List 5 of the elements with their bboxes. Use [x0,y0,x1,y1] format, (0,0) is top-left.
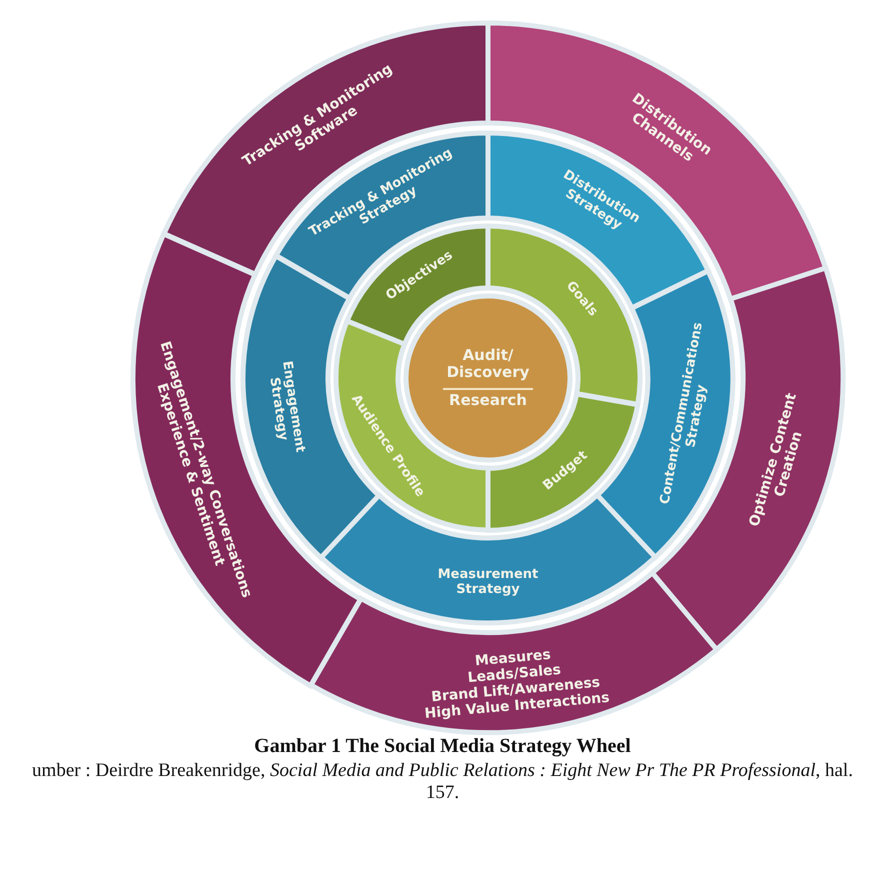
source-caption: umber : Deirdre Breakenridge, Social Media and Public Relations : Eight New Pr The PR Professional, hal. 157. [31,760,854,804]
center-label: Research [443,388,533,409]
center-label: Audit/ Discovery [446,347,530,382]
segment-label: Measurement Strategy [436,568,540,598]
figure-title: Gambar 1 The Social Media Strategy Wheel [253,735,632,758]
